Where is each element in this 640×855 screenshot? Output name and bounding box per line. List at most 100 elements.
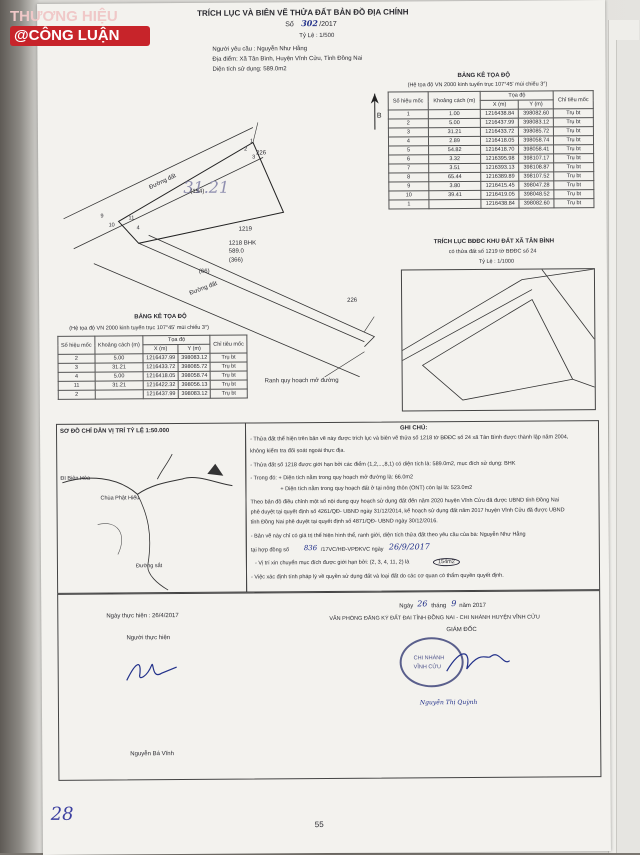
table-header: Chỉ tiêu mốc [553, 91, 593, 109]
sign-right-year: năm 2017 [459, 603, 486, 609]
planning-boundary-note: Ranh quy hoạch mở đường [265, 378, 339, 385]
handwritten-page-mark: 28 [51, 804, 74, 825]
stamp-text-1: CHI NHÁNH [414, 655, 445, 661]
table-cell: 54.82 [428, 145, 481, 154]
watermark-logo: THƯƠNG HIỆU @CÔNG LUẬN [0, 0, 152, 60]
table-header: Chỉ tiêu mốc [210, 335, 247, 353]
extract-subtitle: có thửa đất số 1219 tờ BĐĐC số 24 [449, 249, 537, 256]
document-title: TRÍCH LỤC VÀ BIÊN VẼ THỬA ĐẤT BẢN ĐỒ ĐỊA… [197, 7, 408, 17]
table-cell: 1216415.45 [481, 181, 519, 190]
plot-point-226a: 226 [256, 150, 266, 156]
table-subheader: Y (m) [519, 100, 554, 109]
requester: Người yêu cầu : Nguyễn Như Hằng [212, 46, 307, 53]
table-cell: Trụ bt [554, 127, 594, 136]
coord-table-right-subtitle: (Hệ tọa độ VN 2000 kinh tuyến trục 107°4… [408, 81, 548, 88]
table-cell: 1216395.98 [481, 154, 519, 163]
table-cell: 398107.52 [519, 172, 554, 181]
area: Diện tích sử dụng: 589.0m2 [212, 66, 286, 73]
parcel-area: 589.0 [229, 249, 244, 255]
table-cell: 1 [389, 200, 429, 209]
sign-left-date: Ngày thực hiện : 26/4/2017 [106, 613, 178, 620]
plan-code: (366) [229, 258, 243, 264]
table-cell: 398083.12 [519, 118, 554, 127]
table-cell: Trụ bt [554, 199, 594, 208]
table-cell: Trụ bt [210, 353, 247, 362]
table-cell: 5.00 [95, 354, 143, 363]
table-cell: 3 [58, 363, 95, 372]
location-label-2: Chùa Phật Hiếu [100, 495, 139, 501]
table-cell: 398083.12 [178, 353, 210, 362]
table-cell: 2 [58, 354, 95, 363]
sign-left-role: Người thực hiện [126, 635, 170, 641]
table-cell: 398082.60 [519, 109, 554, 118]
sign-right-name: Nguyễn Thị Quỳnh [420, 699, 477, 706]
table-cell: Trụ bt [554, 172, 594, 181]
table-cell: 1216438.84 [481, 199, 519, 208]
table-cell: 398085.72 [519, 127, 554, 136]
table-cell: 2 [58, 390, 95, 399]
sign-right-director: GIÁM ĐỐC [446, 627, 476, 633]
table-cell: 39.41 [429, 190, 482, 199]
location-map-title: SƠ ĐỒ CHỈ DẪN VỊ TRÍ TỶ LỆ 1:50.000 [60, 428, 169, 435]
extract-scale: Tỷ Lệ : 1/1000 [479, 259, 514, 265]
table-cell: 10 [389, 191, 429, 200]
table-cell [429, 199, 482, 208]
table-cell: 398058.74 [519, 136, 554, 145]
table-cell: 1216437.99 [143, 390, 178, 399]
coord-table-right-title: BẢNG KÊ TỌA ĐỘ [458, 73, 510, 79]
sign-right-month: 9 [451, 599, 456, 608]
table-cell: Trụ bt [554, 163, 594, 172]
table-cell: Trụ bt [553, 118, 593, 127]
signature-left-icon [122, 655, 182, 685]
notes-title: GHI CHÚ: [400, 425, 427, 431]
pt-10: 10 [109, 222, 115, 228]
table-cell: Trụ bt [554, 145, 594, 154]
table-cell: Trụ bt [554, 190, 594, 199]
notes-box [245, 420, 600, 592]
table-cell: 1216418.70 [481, 145, 519, 154]
table-cell: 5 [389, 146, 429, 155]
watermark-line1: THƯƠNG HIỆU [10, 8, 118, 25]
table-cell: 398082.60 [519, 199, 554, 208]
table-cell: Trụ bt [554, 154, 594, 163]
coord-table-left-subtitle: (Hệ tọa độ VN 2000 kinh tuyến trục 107°4… [69, 325, 209, 332]
area-circled: 154m2 [433, 558, 460, 566]
signature-right-icon [441, 641, 511, 681]
table-cell: 65.44 [429, 172, 482, 181]
table-subheader: Y (m) [178, 344, 210, 353]
coord-table-left-title: BẢNG KÊ TỌA ĐỘ [134, 314, 186, 320]
table-cell: 1216418.05 [481, 136, 519, 145]
sign-right-month-label: tháng [431, 603, 446, 609]
table-cell: 398058.74 [178, 371, 210, 380]
stamp-text-2: VĨNH CỬU [414, 664, 441, 670]
doc-year: /2017 [319, 21, 337, 28]
table-cell: 3.32 [428, 154, 481, 163]
table-cell: 398047.28 [519, 181, 554, 190]
table-cell: Trụ bt [210, 389, 247, 398]
table-cell: Trụ bt [553, 109, 593, 118]
parcel-1219: 1219 [239, 226, 252, 232]
table-cell: Trụ bt [210, 371, 247, 380]
table-cell: Trụ bt [554, 136, 594, 145]
paper-stack-edge-2 [616, 40, 640, 853]
table-header: Số hiệu mốc [58, 336, 95, 354]
table-cell: Trụ bt [210, 362, 247, 371]
contract-date: 26/9/2017 [389, 542, 430, 551]
table-cell: 1 [388, 110, 428, 119]
sign-right-day: 26 [417, 599, 427, 608]
sign-left-name: Nguyễn Bá Vĩnh [130, 751, 174, 757]
plot-side-label: (154) [190, 189, 204, 195]
table-cell: 1216437.99 [481, 118, 519, 127]
table-cell: 398058.41 [519, 145, 554, 154]
table-cell: 3.51 [428, 163, 481, 172]
table-cell: 1.00 [428, 109, 481, 118]
watermark-line2: @CÔNG LUẬN [14, 27, 119, 44]
table-cell: 31.21 [95, 363, 143, 372]
table-cell: 1216389.89 [481, 172, 519, 181]
pt-2: 2 [244, 147, 247, 153]
doc-number: 302 [301, 18, 318, 28]
table-cell: 3 [388, 128, 428, 137]
page-number: 55 [315, 820, 324, 829]
table-cell: 4 [388, 137, 428, 146]
table-header: Khoảng cách (m) [428, 91, 481, 109]
